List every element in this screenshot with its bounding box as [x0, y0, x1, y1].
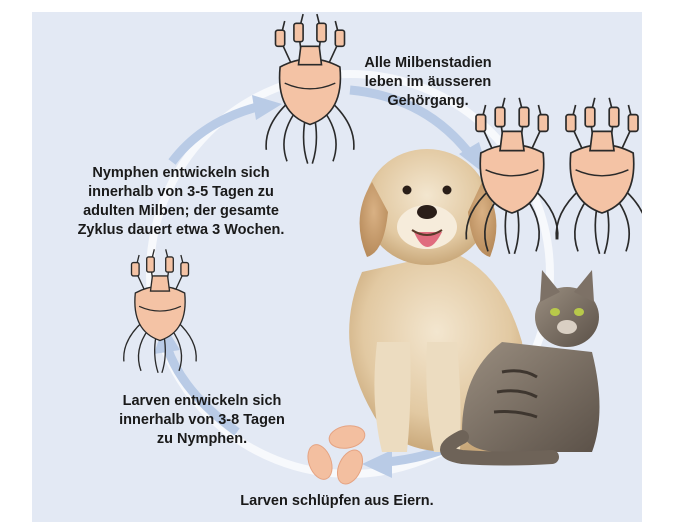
label-stage-larvae: Larven entwickeln sich innerhalb von 3-8… [112, 392, 292, 449]
label-stage-nymphs: Nymphen entwickeln sich innerhalb von 3-… [70, 164, 292, 240]
label-stage-eggs: Larven schlüpfen aus Eiern. [212, 492, 462, 511]
label-stage-adults: Alle Milbenstadien leben im äusseren Geh… [358, 54, 498, 111]
egg [332, 446, 367, 488]
egg [327, 423, 366, 451]
egg [304, 441, 337, 482]
lifecycle-diagram: Alle Milbenstadien leben im äusseren Geh… [32, 12, 642, 522]
